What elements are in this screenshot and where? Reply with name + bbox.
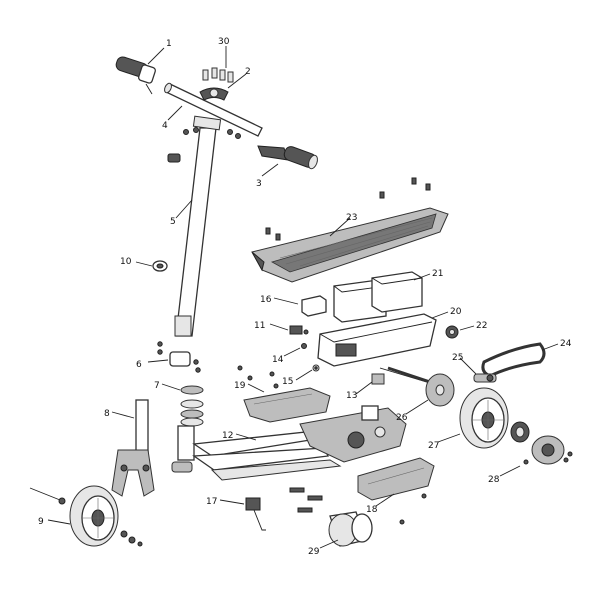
label-5: 5 [170, 217, 176, 227]
part-6-lower-collar [157, 341, 201, 373]
part-11-connector [289, 325, 309, 335]
part-10-collar [152, 260, 168, 272]
label-1: 1 [166, 39, 172, 49]
label-12: 12 [222, 431, 233, 441]
label-30: 30 [218, 37, 230, 47]
part-9-front-wheel [69, 485, 119, 547]
label-28: 28 [488, 475, 500, 485]
part-15-nut [312, 364, 320, 372]
front-axle-bolt [29, 487, 143, 547]
part-number-labels: 1 2 3 4 5 6 7 8 9 10 11 12 13 14 15 16 1… [38, 37, 572, 557]
label-18: 18 [366, 505, 378, 515]
part-12-main-frame [171, 405, 407, 481]
frame-bolts [289, 487, 427, 525]
label-24: 24 [560, 339, 572, 349]
part-23-deck-footboard [251, 207, 449, 283]
label-17: 17 [206, 497, 217, 507]
label-14: 14 [272, 355, 284, 365]
label-10: 10 [120, 257, 132, 267]
part-30-screws [202, 67, 234, 83]
label-13: 13 [346, 391, 357, 401]
label-7: 7 [154, 381, 160, 391]
part-18-rear-cover [357, 457, 435, 501]
label-8: 8 [104, 409, 110, 419]
part-29-motor [328, 511, 373, 547]
label-16: 16 [260, 295, 272, 305]
part-20-battery-tray [317, 313, 437, 367]
cover-screws [237, 365, 279, 389]
deck-screws [265, 177, 431, 241]
label-27: 27 [428, 441, 439, 451]
part-28-rear-hub [523, 435, 573, 465]
label-3: 3 [256, 179, 262, 189]
label-2: 2 [245, 67, 251, 77]
label-23: 23 [346, 213, 357, 223]
part-17-kickstand [245, 497, 266, 531]
label-22: 22 [476, 321, 487, 331]
rear-wheel-rings [510, 421, 530, 443]
label-9: 9 [38, 517, 44, 527]
part-2-clamp [199, 87, 229, 101]
part-21-battery-packs [333, 271, 423, 323]
label-11: 11 [254, 321, 265, 331]
label-6: 6 [136, 360, 142, 370]
part-27-rear-wheel [459, 387, 509, 449]
label-20: 20 [450, 307, 462, 317]
part-24-drive-belt [481, 342, 546, 378]
part-4-handlebar-tube [164, 82, 263, 137]
part-1-left-grip [115, 56, 156, 95]
part-14-small-fitting [301, 343, 307, 349]
label-26: 26 [396, 413, 408, 423]
label-29: 29 [308, 547, 320, 557]
part-25-pulley-shaft [473, 373, 497, 383]
part-8-front-fork [111, 399, 155, 497]
part-16-controller-box [301, 295, 327, 317]
label-21: 21 [432, 269, 443, 279]
part-22-end-cap [445, 325, 459, 339]
part-7-bearing-stack [180, 385, 204, 427]
label-4: 4 [162, 121, 168, 131]
part-5-stem-tube [174, 115, 222, 337]
part-3-right-grip [257, 145, 318, 170]
label-19: 19 [234, 381, 246, 391]
handlebar-nuts [167, 127, 241, 163]
label-25: 25 [452, 353, 463, 363]
label-15: 15 [282, 377, 293, 387]
part-19-side-cover [243, 387, 331, 423]
part-26-brake-disc [425, 373, 455, 407]
